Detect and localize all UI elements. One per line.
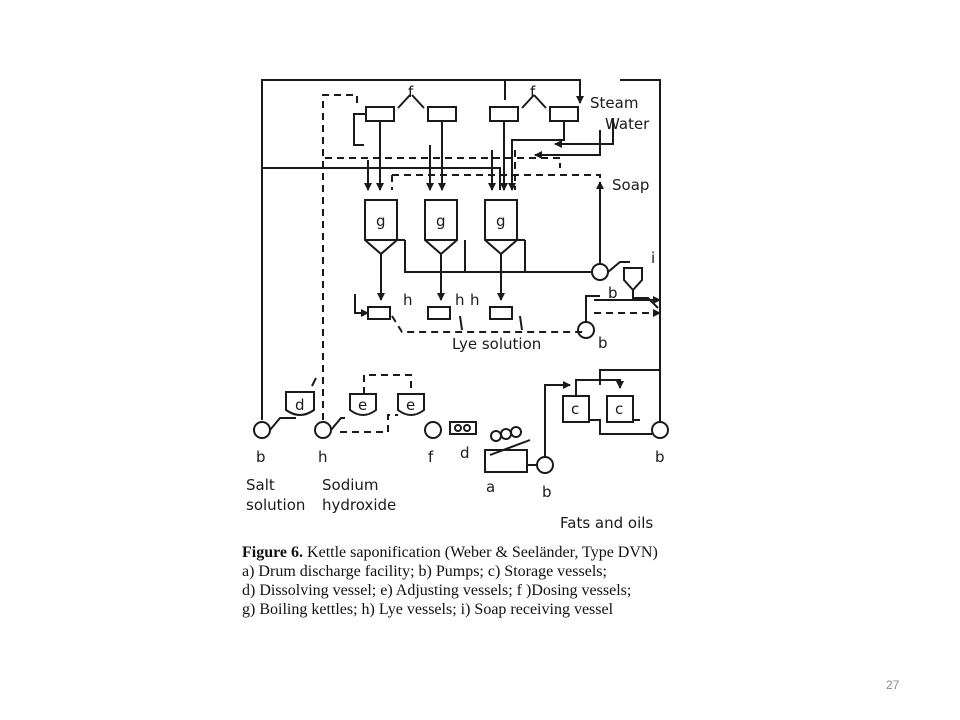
- boiling-kettle: [424, 199, 458, 256]
- process-flow-diagram: Steam Water Soap Lye solution Salt solut…: [246, 79, 669, 532]
- lye-vessel: [367, 306, 391, 320]
- caption-line-d: d) Dissolving vessel; e) Adjusting vesse…: [242, 582, 632, 599]
- label-salt-solution-1: Salt: [246, 476, 275, 494]
- adjusting-vessel: [397, 393, 425, 416]
- soap-receiving-vessel: [623, 267, 643, 292]
- letter-h: h: [470, 291, 480, 309]
- dosing-vessel: [549, 106, 579, 122]
- label-salt-solution-2: solution: [246, 496, 305, 514]
- label-sodium-hydroxide-2: hydroxide: [322, 496, 396, 514]
- letter-b: b: [256, 448, 266, 466]
- pump: [253, 421, 271, 439]
- letter-b: b: [598, 334, 608, 352]
- caption-line-a: a) Drum discharge facility; b) Pumps; c)…: [242, 563, 607, 580]
- letter-g: g: [436, 212, 446, 230]
- boiling-kettle: [364, 199, 398, 256]
- letter-a: a: [486, 478, 495, 496]
- letter-b: b: [542, 483, 552, 501]
- caption-title-rest: Kettle saponification (Weber & Seeländer…: [303, 544, 658, 561]
- letter-i: i: [651, 249, 655, 267]
- caption-title: Figure 6.: [242, 544, 304, 561]
- lye-vessel: [427, 306, 451, 320]
- label-lye-solution: Lye solution: [452, 335, 541, 353]
- letter-h: h: [318, 448, 328, 466]
- pump: [651, 421, 669, 439]
- dosing-vessel: [489, 106, 519, 122]
- label-soap: Soap: [612, 176, 649, 194]
- letter-c: c: [571, 400, 579, 418]
- letter-d: d: [460, 444, 470, 462]
- boiling-kettle: [484, 199, 518, 256]
- pump: [591, 263, 609, 281]
- label-fats-and-oils: Fats and oils: [560, 514, 653, 532]
- figure-caption: Figure 6. Kettle saponification (Weber &…: [242, 543, 702, 619]
- pump: [424, 421, 442, 439]
- drum-discharge-facility: [484, 449, 528, 473]
- letter-b: b: [608, 284, 618, 302]
- letter-h: h: [403, 291, 413, 309]
- dosing-vessel: [427, 106, 457, 122]
- label-sodium-hydroxide-1: Sodium: [322, 476, 379, 494]
- page-number: 27: [886, 678, 900, 692]
- adjusting-vessel: [349, 393, 377, 416]
- letter-g: g: [376, 212, 386, 230]
- label-steam: Steam: [590, 94, 638, 112]
- dissolving-vessel: [285, 391, 315, 416]
- letter-c: c: [615, 400, 623, 418]
- letter-f: f: [408, 83, 414, 101]
- label-water: Water: [605, 115, 650, 133]
- caption-line-g: g) Boiling kettles; h) Lye vessels; i) S…: [242, 601, 614, 618]
- letter-g: g: [496, 212, 506, 230]
- pump: [536, 456, 554, 474]
- letter-f: f: [428, 448, 434, 466]
- storage-vessel: [606, 395, 634, 423]
- caption-title-line: Figure 6. Kettle saponification (Weber &…: [242, 543, 702, 562]
- letter-e: e: [406, 396, 415, 414]
- dosing-vessel: [365, 106, 395, 122]
- pump: [314, 421, 332, 439]
- letter-b: b: [655, 448, 665, 466]
- letter-f: f: [530, 83, 536, 101]
- letter-h: h: [455, 291, 465, 309]
- letter-e: e: [358, 396, 367, 414]
- lye-vessel: [489, 306, 513, 320]
- pump: [577, 321, 595, 339]
- letter-d: d: [295, 396, 305, 414]
